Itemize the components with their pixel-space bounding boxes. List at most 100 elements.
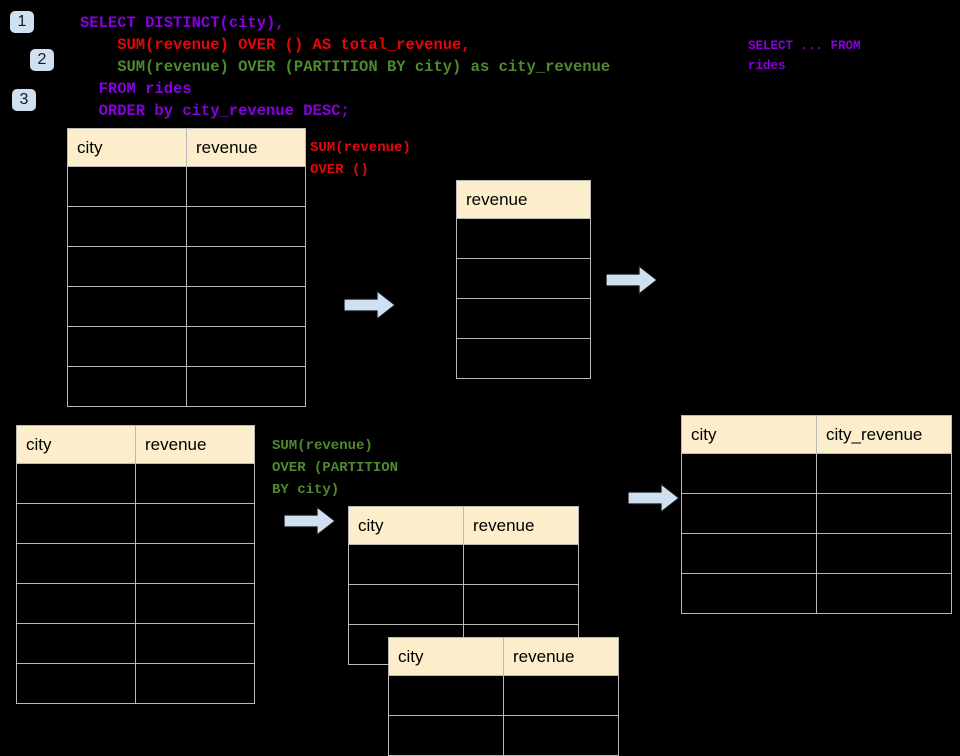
cell-city — [16, 463, 136, 504]
table-row — [67, 326, 306, 367]
table-row — [67, 246, 306, 287]
table-row — [16, 543, 255, 584]
cell-city — [67, 246, 187, 287]
sql-line-city-revenue: SUM(revenue) OVER (PARTITION BY city) as… — [80, 58, 611, 76]
table-row — [456, 298, 591, 339]
arrow-shape — [606, 265, 658, 295]
cell-revenue — [135, 503, 255, 544]
cell-revenue — [186, 246, 306, 287]
cell-revenue — [186, 206, 306, 247]
cell-city — [388, 675, 504, 716]
table-row — [681, 453, 952, 494]
annotation-city-revenue-line2: OVER (PARTITION — [272, 460, 399, 476]
annotation-total-revenue-line1: SUM(revenue) — [310, 140, 411, 156]
table-row — [348, 584, 579, 625]
step-badge-2: 2 — [30, 49, 54, 71]
column-header-city-revenue: city_revenue — [816, 415, 952, 454]
annotation-city-revenue-line1: SUM(revenue) — [272, 438, 373, 454]
diagram-canvas: 1 2 3 SELECT DISTINCT(city), SUM(revenue… — [10, 11, 952, 756]
cell-city — [16, 583, 136, 624]
cell-city — [67, 326, 187, 367]
cell-city — [67, 366, 187, 407]
cell-revenue — [186, 166, 306, 207]
cell-revenue — [135, 463, 255, 504]
table-header-row: city revenue — [348, 506, 579, 545]
arrow-source-to-partition — [284, 506, 336, 536]
arrow-total-to-result — [606, 265, 658, 295]
cell-city — [16, 663, 136, 704]
arrow-shape — [628, 483, 680, 513]
cell-city — [388, 715, 504, 756]
cell-revenue — [463, 544, 579, 585]
table-row — [16, 503, 255, 544]
cell-city — [348, 584, 464, 625]
sql-line-from: FROM rides — [80, 80, 192, 98]
side-note-rides: rides — [748, 59, 786, 73]
cell-city — [681, 453, 817, 494]
cell-revenue — [135, 623, 255, 664]
cell-city — [16, 543, 136, 584]
cell-revenue — [456, 338, 591, 379]
arrow-source-to-total — [344, 290, 396, 320]
table-row — [456, 338, 591, 379]
cell-revenue — [135, 663, 255, 704]
step-badge-3: 3 — [12, 89, 36, 111]
cell-revenue — [503, 715, 619, 756]
cell-city — [16, 623, 136, 664]
cell-revenue — [135, 543, 255, 584]
cell-city — [681, 493, 817, 534]
table-row — [67, 366, 306, 407]
table-header-row: city revenue — [388, 637, 619, 676]
table-header-row: city revenue — [67, 128, 306, 167]
table-row — [16, 663, 255, 704]
table-row — [456, 218, 591, 259]
table-row — [67, 206, 306, 247]
cell-city — [681, 533, 817, 574]
cell-revenue — [186, 326, 306, 367]
sql-line-select: SELECT DISTINCT(city), — [80, 14, 285, 32]
cell-city-revenue — [816, 453, 952, 494]
table-row — [348, 544, 579, 585]
column-header-city: city — [388, 637, 504, 676]
cell-city-revenue — [816, 493, 952, 534]
table-header-row: city revenue — [16, 425, 255, 464]
table-header-row: city city_revenue — [681, 415, 952, 454]
table-row — [16, 463, 255, 504]
table-row — [388, 675, 619, 716]
cell-revenue — [186, 366, 306, 407]
table-source-rides-top: city revenue — [67, 128, 306, 407]
table-total-revenue-intermediate: revenue — [456, 180, 591, 379]
table-header-row: revenue — [456, 180, 591, 219]
column-header-revenue: revenue — [503, 637, 619, 676]
table-row — [16, 623, 255, 664]
column-header-city: city — [67, 128, 187, 167]
step-badge-1: 1 — [10, 11, 34, 33]
side-note-select-from: SELECT ... FROM — [748, 39, 861, 53]
column-header-city: city — [681, 415, 817, 454]
column-header-revenue: revenue — [463, 506, 579, 545]
arrow-partition-to-result — [628, 483, 680, 513]
column-header-city: city — [16, 425, 136, 464]
table-source-rides-bottom: city revenue — [16, 425, 255, 704]
cell-revenue — [135, 583, 255, 624]
table-result-city-revenue: city city_revenue — [681, 415, 952, 614]
sql-line-total-revenue: SUM(revenue) OVER () AS total_revenue, — [80, 36, 471, 54]
cell-city — [681, 573, 817, 614]
cell-city-revenue — [816, 573, 952, 614]
table-row — [456, 258, 591, 299]
table-row — [67, 166, 306, 207]
column-header-revenue: revenue — [135, 425, 255, 464]
cell-city-revenue — [816, 533, 952, 574]
column-header-city: city — [348, 506, 464, 545]
cell-revenue — [463, 584, 579, 625]
cell-city — [67, 286, 187, 327]
arrow-shape — [284, 506, 336, 536]
table-row — [681, 493, 952, 534]
table-row — [16, 583, 255, 624]
table-row — [681, 573, 952, 614]
cell-revenue — [186, 286, 306, 327]
table-partition-group-front: city revenue — [388, 637, 619, 756]
column-header-revenue: revenue — [186, 128, 306, 167]
cell-revenue — [456, 298, 591, 339]
cell-revenue — [456, 218, 591, 259]
